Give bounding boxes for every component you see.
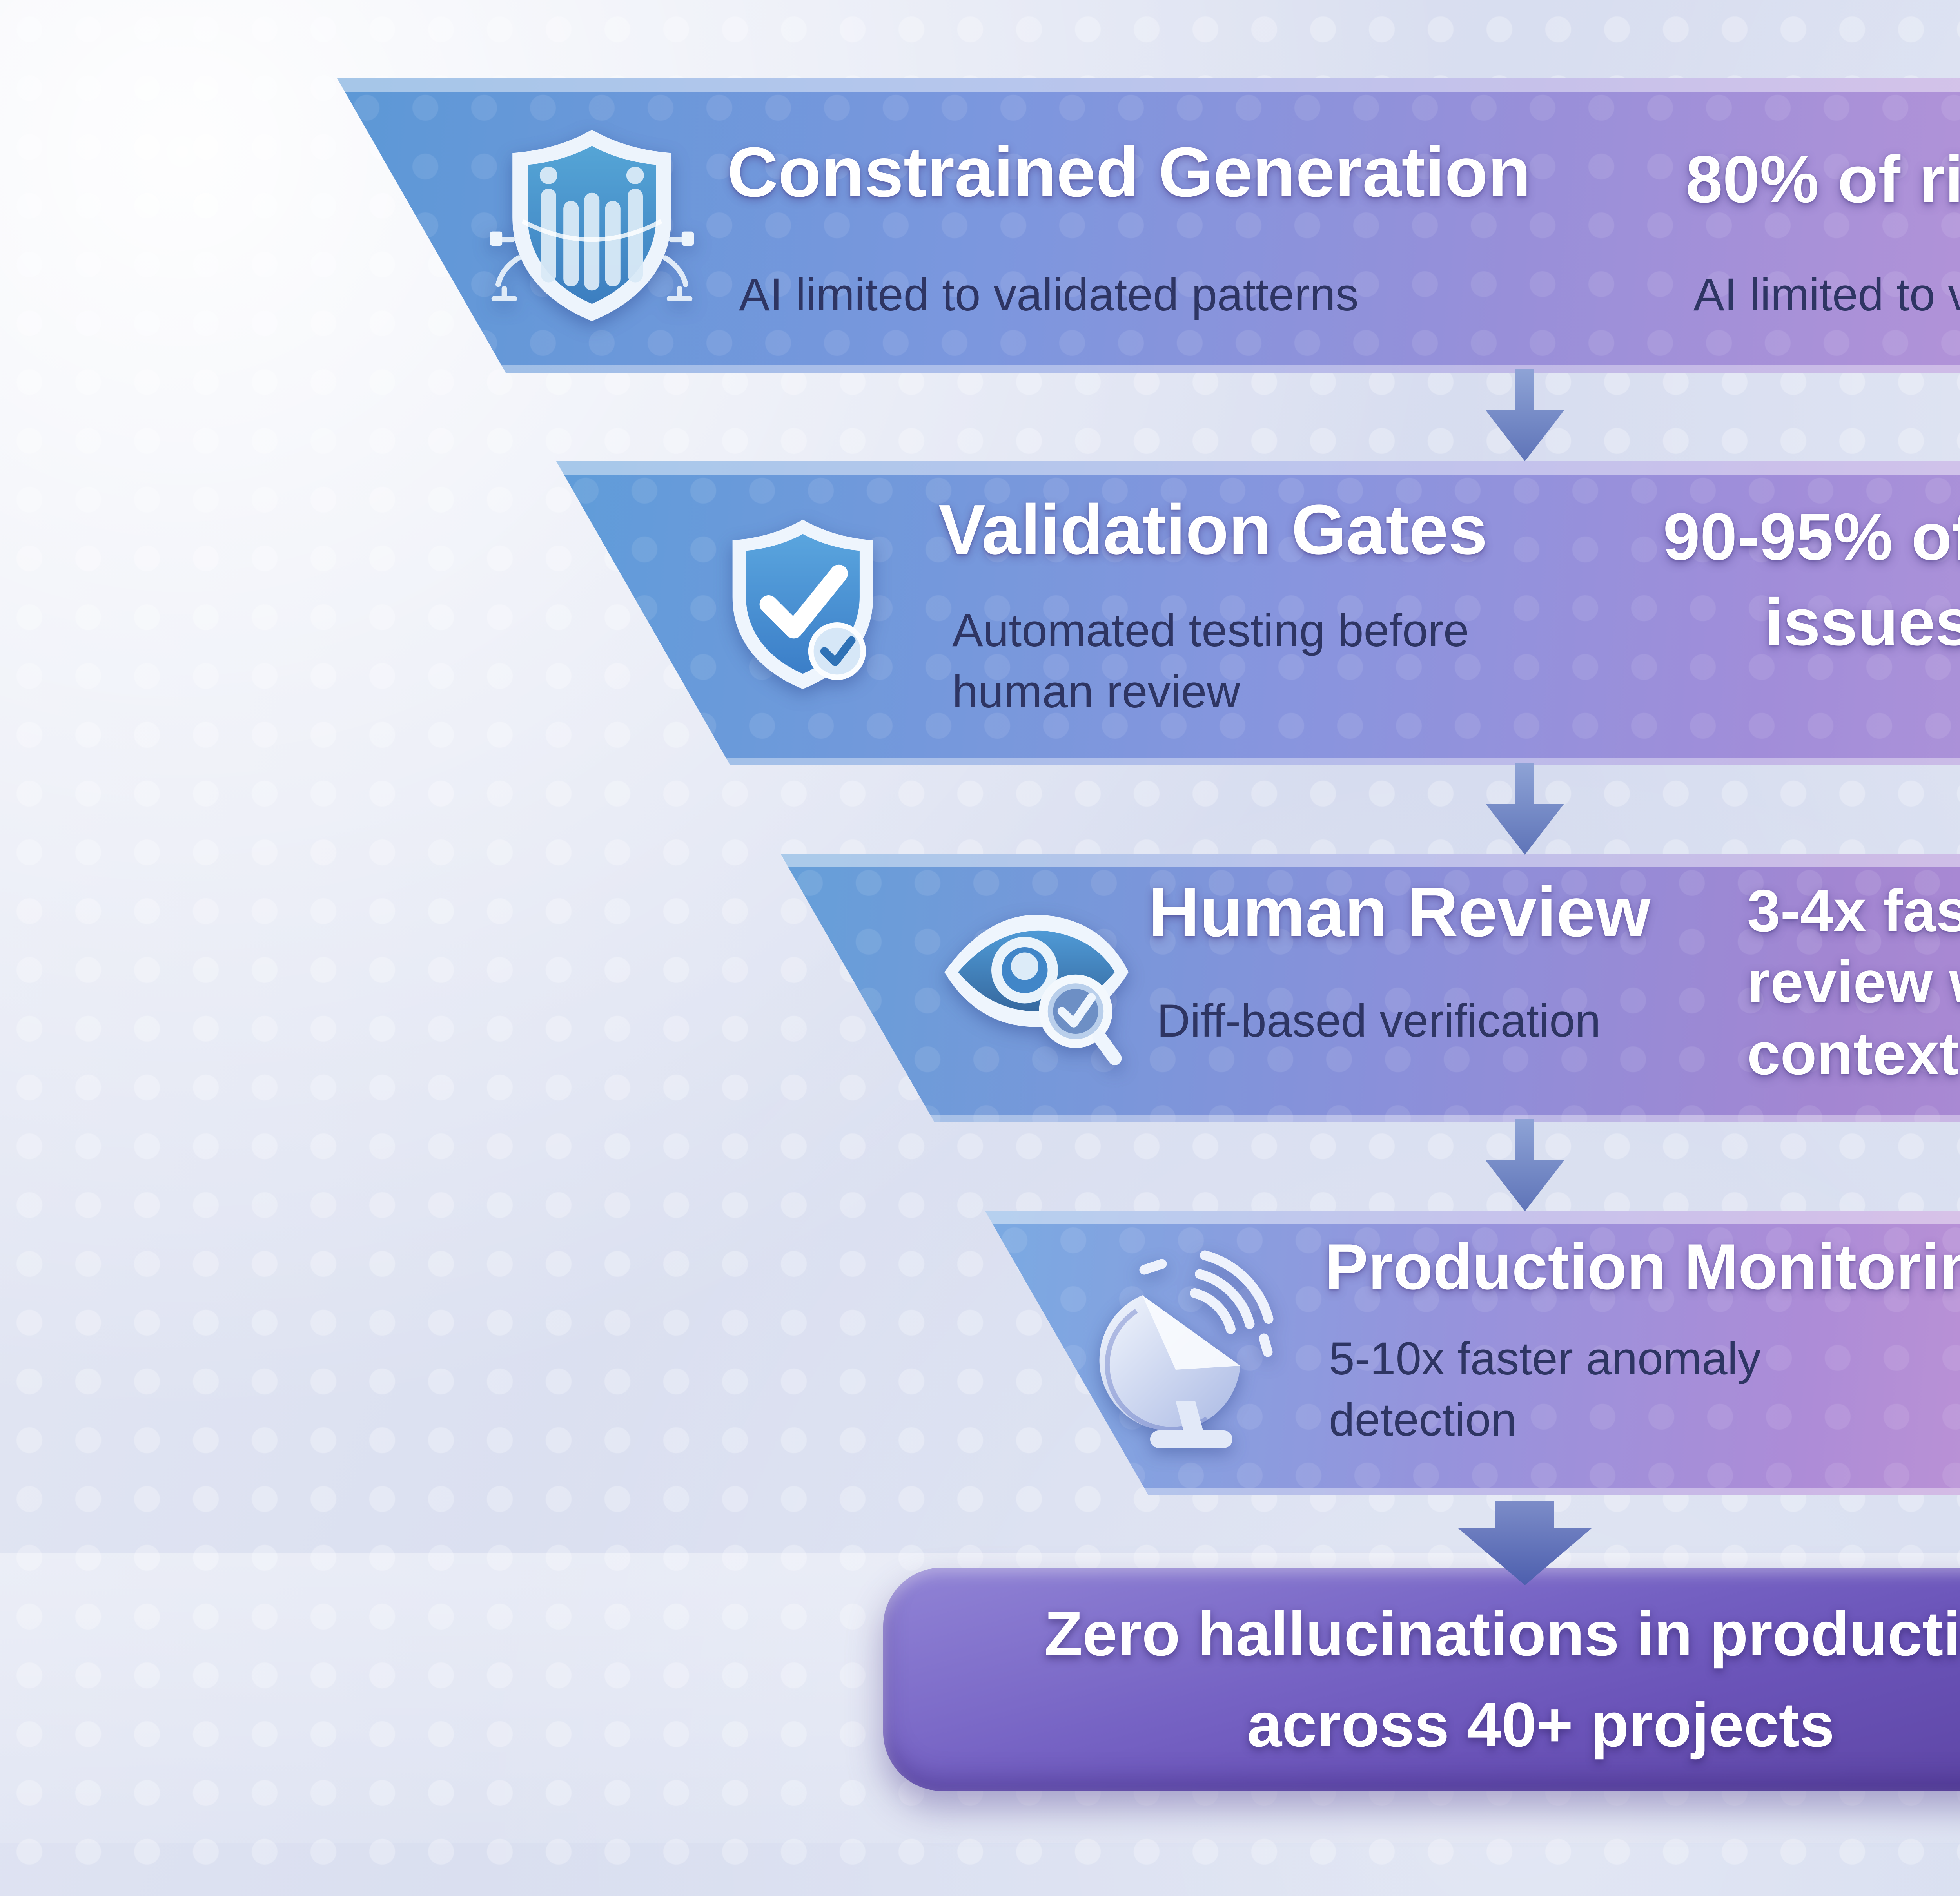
stage-title: Constrained Generation [727, 133, 1531, 212]
stage-title: Human Review [1149, 873, 1651, 952]
stage-title: Production Monitoring [1325, 1231, 1960, 1303]
down-arrow [1486, 1119, 1564, 1211]
eye-magnifier-icon [938, 881, 1134, 1085]
shield-check-icon [713, 491, 893, 718]
result-pill: Zero hallucinations in production across… [883, 1568, 1960, 1791]
down-arrow [1486, 369, 1564, 461]
funnel-stage-human-review: Human Review Diff-based verification 3-4… [780, 854, 1960, 1122]
satellite-dish-icon [1083, 1233, 1279, 1468]
stage-stat: 3-4x faster review with context [1747, 877, 1960, 1087]
down-arrow [1486, 763, 1564, 855]
funnel-stage-constrained-generation: Constrained Generation AI limited to val… [337, 78, 1960, 373]
stage-subtitle: 5-10x faster anomaly detection [1329, 1333, 1761, 1446]
result-text: Zero hallucinations in production across… [1044, 1599, 1960, 1760]
funnel-stage-production-monitoring: Production Monitoring 5-10x faster anoma… [985, 1211, 1960, 1495]
stage-subtitle: AI limited to validated patterns [739, 269, 1359, 321]
shield-people-icon [490, 116, 694, 335]
stage-stat: 90-95% of remaining issues caught [1663, 500, 1960, 660]
stage-subtitle: Automated testing before human review [952, 605, 1469, 718]
stage-subtitle: Diff-based verification [1157, 995, 1601, 1047]
funnel-stage-validation-gates: Validation Gates Automated testing befor… [556, 461, 1960, 765]
stage-stat-note: AI limited to validated patterns [1693, 269, 1960, 321]
stage-stat: 80% of risks eliminated [1686, 142, 1960, 217]
stage-title: Validation Gates [938, 490, 1488, 569]
